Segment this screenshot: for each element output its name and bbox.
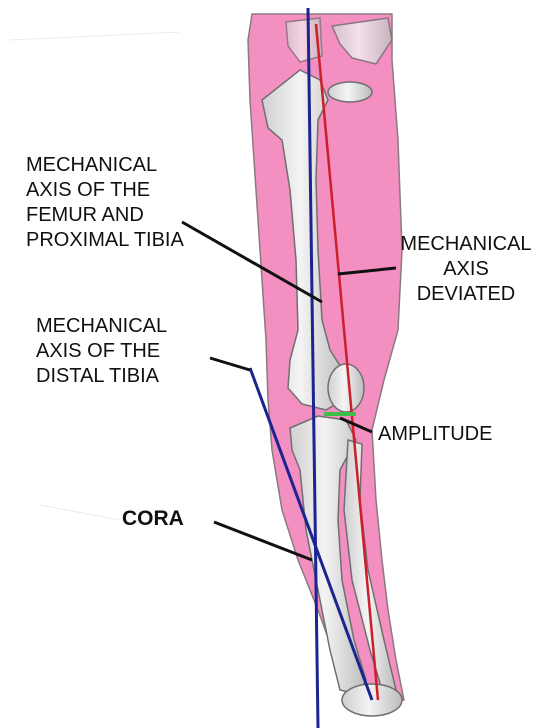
label-distal-tibia-axis: MECHANICAL AXIS OF THE DISTAL TIBIA <box>36 314 167 389</box>
label-line: DISTAL TIBIA <box>36 364 167 389</box>
label-line: DEVIATED <box>380 282 552 307</box>
background-smudge <box>10 32 180 520</box>
acetabulum <box>328 82 372 102</box>
leader-distal-axis <box>210 358 250 370</box>
label-amplitude: AMPLITUDE <box>378 422 492 447</box>
label-line: MECHANICAL <box>380 232 552 257</box>
label-line: MECHANICAL <box>26 153 184 178</box>
label-line: AXIS OF THE <box>36 339 167 364</box>
label-line: MECHANICAL <box>36 314 167 339</box>
label-line: AXIS OF THE <box>26 178 184 203</box>
label-deviated-axis: MECHANICAL AXIS DEVIATED <box>380 232 552 307</box>
label-femur-proximal-tibia-axis: MECHANICAL AXIS OF THE FEMUR AND PROXIMA… <box>26 153 184 253</box>
label-text: AMPLITUDE <box>378 423 492 445</box>
patella <box>328 364 364 412</box>
label-line: PROXIMAL TIBIA <box>26 228 184 253</box>
label-line: AXIS <box>380 257 552 282</box>
label-line: FEMUR AND <box>26 203 184 228</box>
label-cora: CORA <box>122 506 184 531</box>
label-text: CORA <box>122 507 184 530</box>
